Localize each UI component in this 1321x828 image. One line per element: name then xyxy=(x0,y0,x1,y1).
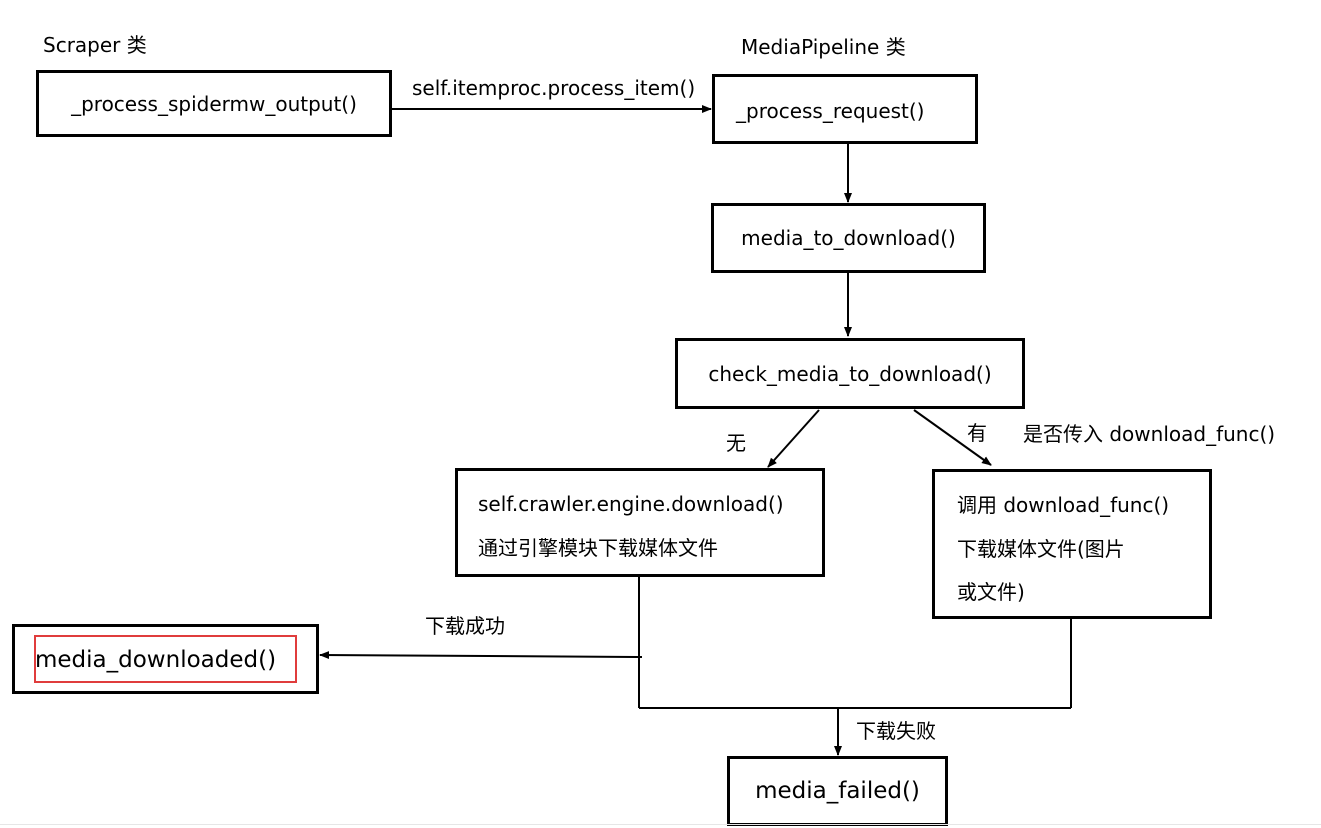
failure-edge-label: 下载失败 xyxy=(856,719,936,743)
yes-edge-label: 有 xyxy=(967,421,987,445)
download-func-desc-cont-text: 或文件) xyxy=(957,580,1025,604)
download-func-desc-text: 下载媒体文件(图片 xyxy=(957,537,1125,561)
engine-download-desc-text: 通过引擎模块下载媒体文件 xyxy=(478,536,718,560)
media-failed-node: media_failed() xyxy=(727,756,948,826)
check-media-to-download-node: check_media_to_download() xyxy=(675,338,1025,409)
bottom-divider xyxy=(0,824,1321,825)
scraper-class-label: Scraper 类 xyxy=(43,33,147,57)
engine-download-call-text: self.crawler.engine.download() xyxy=(478,492,784,516)
success-edge-label: 下载成功 xyxy=(425,614,505,638)
media-to-download-node: media_to_download() xyxy=(711,203,986,273)
check-media-to-download-text: check_media_to_download() xyxy=(708,361,992,386)
mediapipeline-class-label: MediaPipeline 类 xyxy=(741,35,906,59)
download-func-node: 调用 download_func() 下载媒体文件(图片 或文件) xyxy=(932,469,1212,619)
arrow-no-branch xyxy=(767,409,820,468)
no-edge-label: 无 xyxy=(726,431,746,455)
download-func-call-text: 调用 download_func() xyxy=(957,493,1170,517)
engine-download-node: self.crawler.engine.download() 通过引擎模块下载媒… xyxy=(455,468,825,577)
download-func-question-label: 是否传入 download_func() xyxy=(1023,422,1276,446)
media-downloaded-text: media_downloaded() xyxy=(35,647,277,673)
media-downloaded-node: media_downloaded() xyxy=(12,624,319,694)
arrow-success xyxy=(319,651,643,660)
process-item-edge-label: self.itemproc.process_item() xyxy=(412,76,696,100)
process-request-text: _process_request() xyxy=(736,99,925,123)
arrow-yes-branch xyxy=(913,409,992,466)
media-downloaded-highlight xyxy=(34,635,297,683)
process-spidermw-output-node: _process_spidermw_output() xyxy=(36,70,392,137)
media-failed-text: media_failed() xyxy=(755,778,920,804)
process-spidermw-output-text: _process_spidermw_output() xyxy=(71,91,357,116)
media-to-download-text: media_to_download() xyxy=(741,226,956,250)
process-request-node: _process_request() xyxy=(712,74,978,144)
